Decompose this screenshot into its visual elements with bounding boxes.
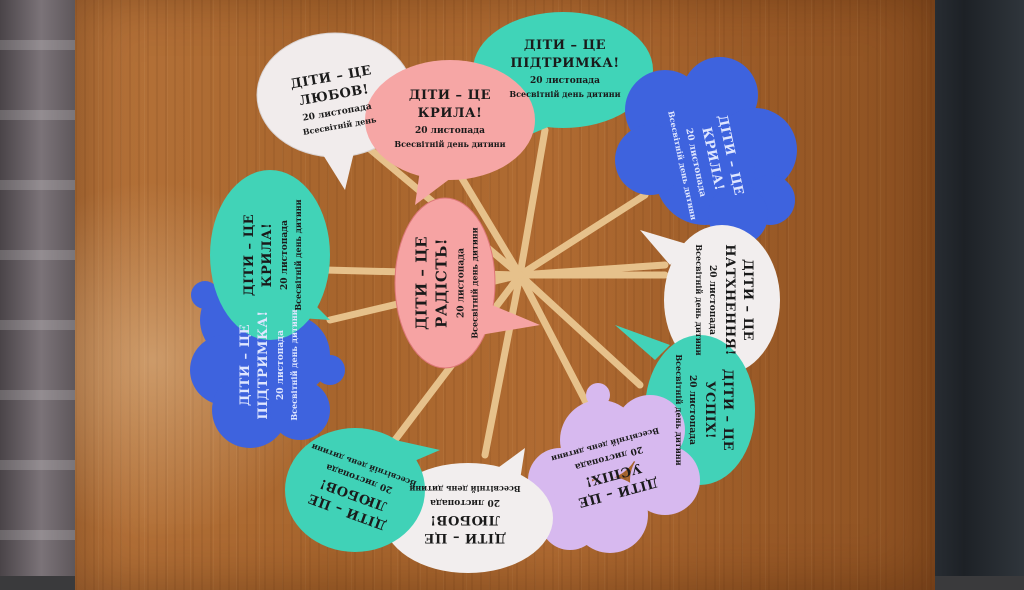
sign-title-line2: КРИЛА! [259,222,275,288]
sign-title-line2: УСПІХ! [702,380,718,440]
sign-title-line2: НАТХНЕННЯ! [722,244,738,356]
sign-title-line1: ДІТИ – ЦЕ [523,37,607,53]
sign-subtitle: Всесвітній день дитини [468,227,479,339]
sign-title-line1: ДІТИ – ЦЕ [237,323,253,407]
sign-subtitle: Всесвітній день дитини [289,309,300,421]
sign-date: 20 листопада [276,330,287,401]
bubble-center-pink [394,197,540,369]
sign-title-line1: ДІТИ – ЦЕ [740,258,756,342]
chair-back [924,0,1024,576]
radiator-wall [0,0,75,576]
sign-title-line2: ЛЮБОВ! [429,512,501,528]
signs-artwork [190,12,797,573]
sign-date: 20 листопада [455,248,466,319]
sign-date: 20 листопада [430,496,501,507]
bubble-bottom-lilac [528,383,700,553]
sign-date: 20 листопада [686,374,697,445]
sign-subtitle: Всесвітній день дитини [693,244,704,356]
bubble-bottom-teal [285,428,440,552]
bubble-right-blue [615,57,797,245]
sign-title-line2: ПІДТРИМКА! [510,55,620,71]
sign-title-line1: ДІТИ – ЦЕ [423,530,507,546]
sign-title-line1: ДІТИ – ЦЕ [408,87,492,103]
bubble-top-pink [365,60,535,205]
bubble-left-teal [210,170,330,340]
sign-title-line1: ДІТИ – ЦЕ [241,213,257,297]
sign-date: 20 листопада [280,220,291,291]
sign-subtitle: Всесвітній день дитини [673,354,684,466]
sign-title-line2: ПІДТРИМКА! [255,310,271,420]
sign-subtitle: Всесвітній день дитини [293,199,304,311]
sign-date: 20 листопада [529,76,600,87]
sign-title-line2: КРИЛА! [417,105,483,121]
bubble-bottom-white [383,448,553,573]
sign-title-line1: ДІТИ – ЦЕ [720,368,736,452]
sign-subtitle: Всесвітній день дитини [394,139,506,150]
sign-date: 20 листопада [414,126,485,137]
sign-date: 20 листопада [706,265,717,335]
sign-title-line1: ДІТИ – ЦЕ [412,235,431,331]
sign-subtitle: Всесвітній день дитини [409,483,521,494]
sign-title-line2: РАДІСТЬ! [432,238,451,328]
sign-subtitle: Всесвітній день дитини [509,89,621,100]
